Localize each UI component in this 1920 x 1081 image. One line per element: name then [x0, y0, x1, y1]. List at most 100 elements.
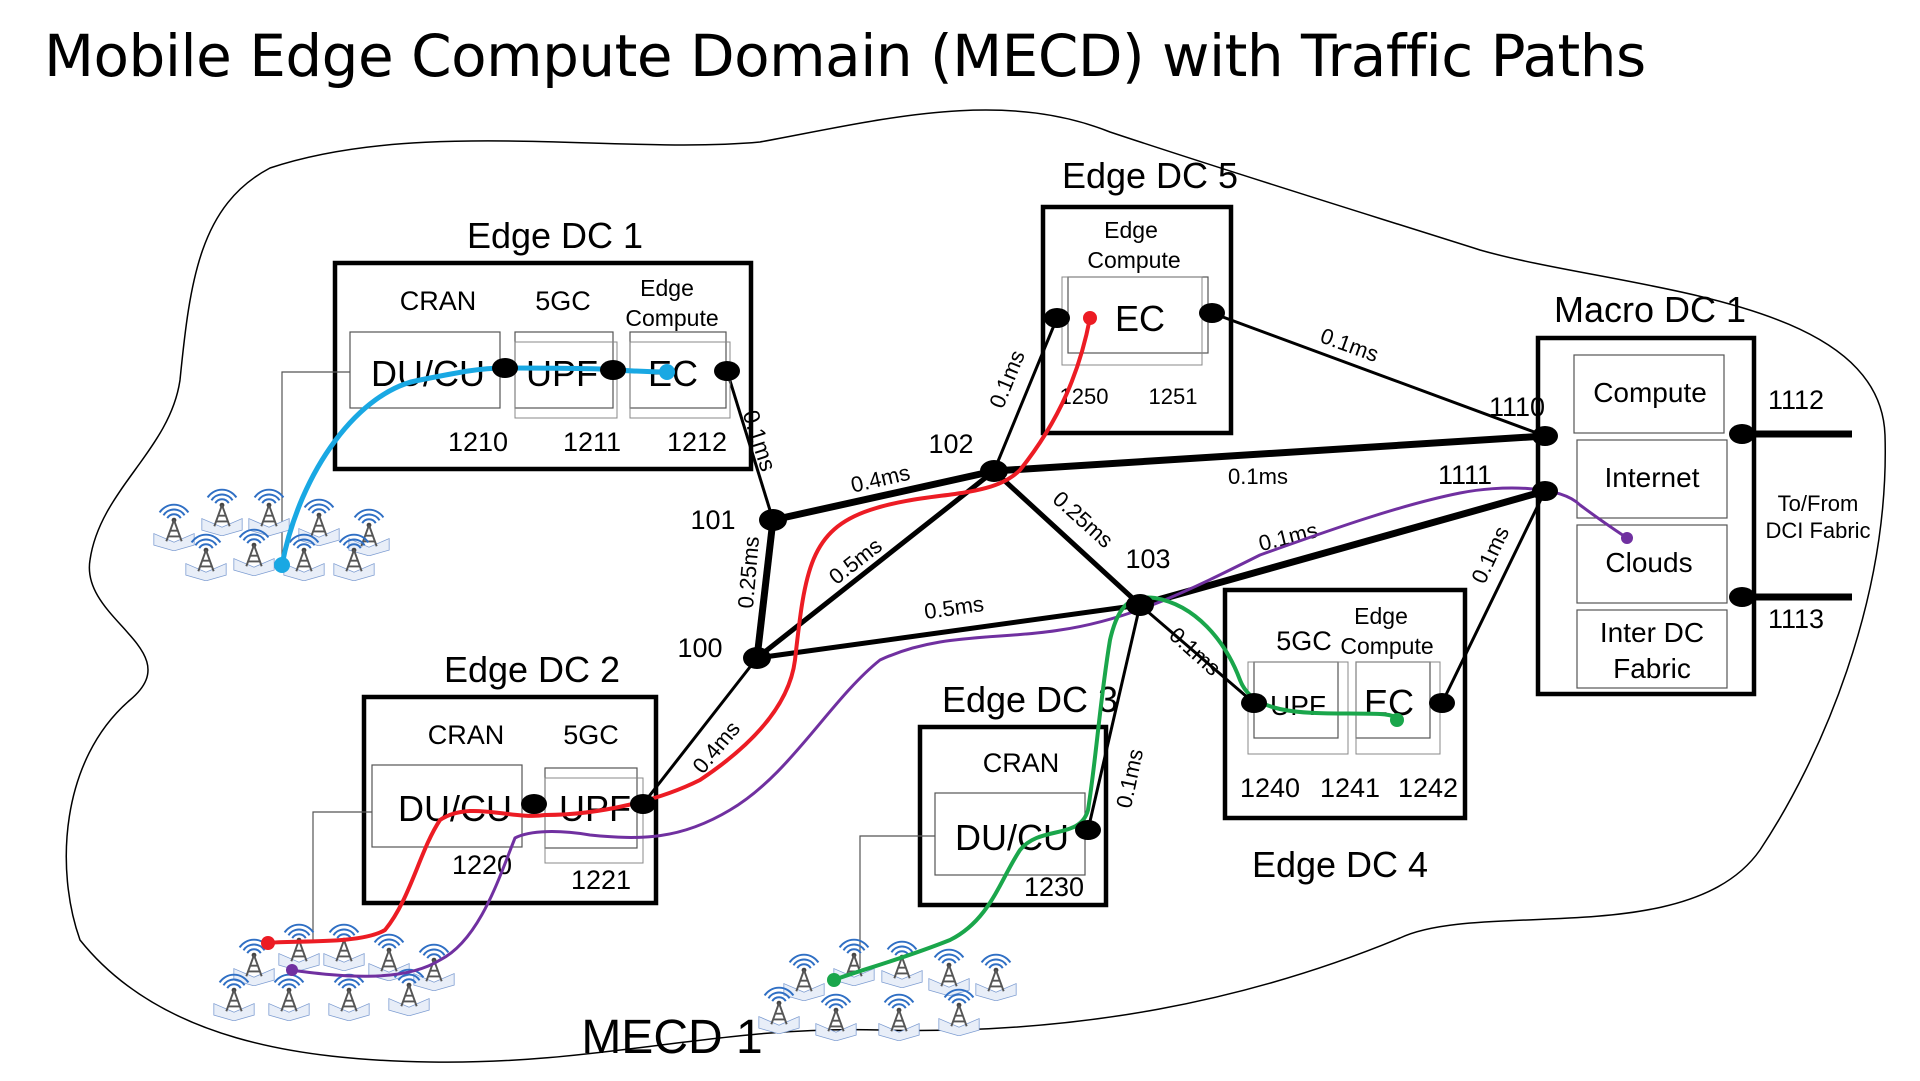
dc4-ec-title-2: Compute: [1340, 633, 1433, 659]
cell-towers-dc1: [152, 488, 391, 581]
macro-compute: Compute: [1593, 377, 1707, 408]
blue-ec-dot: [659, 364, 675, 380]
dc4-upf: UPF: [1270, 690, 1326, 721]
dc1-ec-title-1: Edge: [640, 275, 694, 301]
traffic-path-green: [832, 595, 1400, 982]
dc2-cran-label: CRAN: [428, 720, 505, 750]
dc1-ec-title-2: Compute: [625, 305, 718, 331]
port-1212: 1212: [667, 427, 727, 457]
port-1221: 1221: [571, 865, 631, 895]
node-102-label: 102: [928, 429, 973, 459]
dci-label-1: To/From: [1778, 491, 1859, 516]
link-101-100: [753, 519, 777, 659]
link-100-102: [755, 469, 996, 660]
latency-1212-101: 0.1ms: [738, 407, 782, 475]
latency-100-103: 0.5ms: [923, 591, 986, 624]
edge-dc-5: Edge DC 5 Edge Compute EC 1250 1251: [1040, 155, 1238, 436]
port-1211: 1211: [563, 427, 621, 457]
latency-103-1230: 0.1ms: [1111, 747, 1148, 811]
node-100-label: 100: [677, 633, 722, 663]
link-103-1240: [1139, 603, 1255, 705]
edge-dc-3-title: Edge DC 3: [942, 679, 1118, 720]
dc3-du-cu: DU/CU: [955, 817, 1069, 858]
red-endpoint-dot: [261, 936, 275, 950]
router-103: [1126, 594, 1154, 616]
port-1112: 1112: [1768, 385, 1824, 415]
port-node-1110: [1532, 426, 1558, 446]
macro-dc-1: Macro DC 1 Compute Internet Clouds Inter…: [1438, 289, 1871, 697]
traffic-path-red: [266, 316, 1092, 945]
port-1113: 1113: [1768, 604, 1824, 634]
port-node-1221: [630, 794, 656, 814]
cell-towers-dc3: [757, 938, 1018, 1041]
macro-inter-dc-1: Inter DC: [1600, 617, 1704, 648]
edge-dc-2: Edge DC 2 CRAN 5GC DU/CU UPF 1220 1221: [312, 649, 659, 940]
dc5-ec-title-2: Compute: [1087, 247, 1180, 273]
link-103-1111: [1139, 487, 1546, 609]
macro-internet: Internet: [1605, 462, 1700, 493]
link-1251-1110: [1211, 311, 1546, 438]
edge-dc-5-title: Edge DC 5: [1062, 155, 1238, 196]
dc2-du-cu: DU/CU: [398, 788, 512, 829]
router-102: [980, 460, 1008, 482]
port-node-1112: [1729, 424, 1755, 444]
dc4-ec-title-1: Edge: [1354, 603, 1408, 629]
purple-cloud-dot: [1621, 532, 1633, 544]
link-102-103: [992, 469, 1142, 607]
link-1242-1111: [1440, 490, 1547, 704]
macro-inter-dc-2: Fabric: [1613, 653, 1691, 684]
mecd-boundary-cloud: [65, 109, 1886, 1063]
latency-102-103: 0.25ms: [1048, 486, 1118, 553]
edge-dc-4: Edge DC 4 5GC Edge Compute UPF EC 1240 1…: [1222, 587, 1468, 885]
latency-1251-1110: 0.1ms: [1317, 323, 1382, 367]
dc1-cran-label: CRAN: [400, 286, 477, 316]
dc5-ec-title-1: Edge: [1104, 217, 1158, 243]
traffic-path-blue: [279, 365, 670, 568]
green-endpoint-dot: [827, 973, 841, 987]
purple-endpoint-dot: [286, 964, 298, 976]
port-node-1242: [1429, 693, 1455, 713]
edge-dc-4-title: Edge DC 4: [1252, 844, 1428, 885]
traffic-path-purple: [288, 486, 1629, 978]
link-103-1230: [1086, 604, 1142, 831]
port-node-1250: [1044, 308, 1070, 328]
dc4-5gc-label: 5GC: [1276, 626, 1332, 656]
dc5-ec: EC: [1115, 298, 1165, 339]
dc1-5gc-label: 5GC: [535, 286, 591, 316]
dc1-upf: UPF: [526, 353, 598, 394]
port-node-1220: [521, 794, 547, 814]
dci-label-2: DCI Fabric: [1765, 518, 1870, 543]
port-node-1230: [1075, 820, 1101, 840]
macro-clouds: Clouds: [1605, 547, 1692, 578]
macro-dc-1-title: Macro DC 1: [1554, 289, 1746, 330]
edge-dc-3: Edge DC 3 CRAN DU/CU 1230: [859, 679, 1118, 968]
edge-dc-2-title: Edge DC 2: [444, 649, 620, 690]
mecd-label: MECD 1: [581, 1011, 762, 1064]
router-nodes: [492, 303, 1755, 840]
link-101-102: [772, 467, 995, 524]
port-node-1212: [714, 361, 740, 381]
node-101-label: 101: [690, 505, 735, 535]
router-101: [759, 509, 787, 531]
page-title: Mobile Edge Compute Domain (MECD) with T…: [44, 22, 1646, 90]
latency-103-1240: 0.1ms: [1164, 622, 1225, 681]
port-1111: 1111: [1438, 460, 1492, 490]
green-ec-dot: [1390, 713, 1404, 727]
edge-dc-1-title: Edge DC 1: [467, 215, 643, 256]
port-1242: 1242: [1398, 773, 1458, 803]
port-1241: 1241: [1320, 773, 1380, 803]
edge-dc-1: Edge DC 1 CRAN 5GC Edge Compute DU/CU UP…: [281, 215, 754, 565]
port-1110: 1110: [1489, 392, 1545, 422]
dc2-5gc-label: 5GC: [563, 720, 619, 750]
port-1210: 1210: [448, 427, 508, 457]
port-1251: 1251: [1149, 384, 1198, 409]
traffic-paths: [266, 316, 1629, 982]
port-node-1240: [1241, 693, 1267, 713]
port-1230: 1230: [1024, 872, 1084, 902]
link-100-1221: [641, 657, 759, 805]
red-ec-dot: [1083, 311, 1097, 325]
port-1240: 1240: [1240, 773, 1300, 803]
link-102-1110: [993, 432, 1546, 475]
latency-102-1110: 0.1ms: [1228, 464, 1288, 489]
